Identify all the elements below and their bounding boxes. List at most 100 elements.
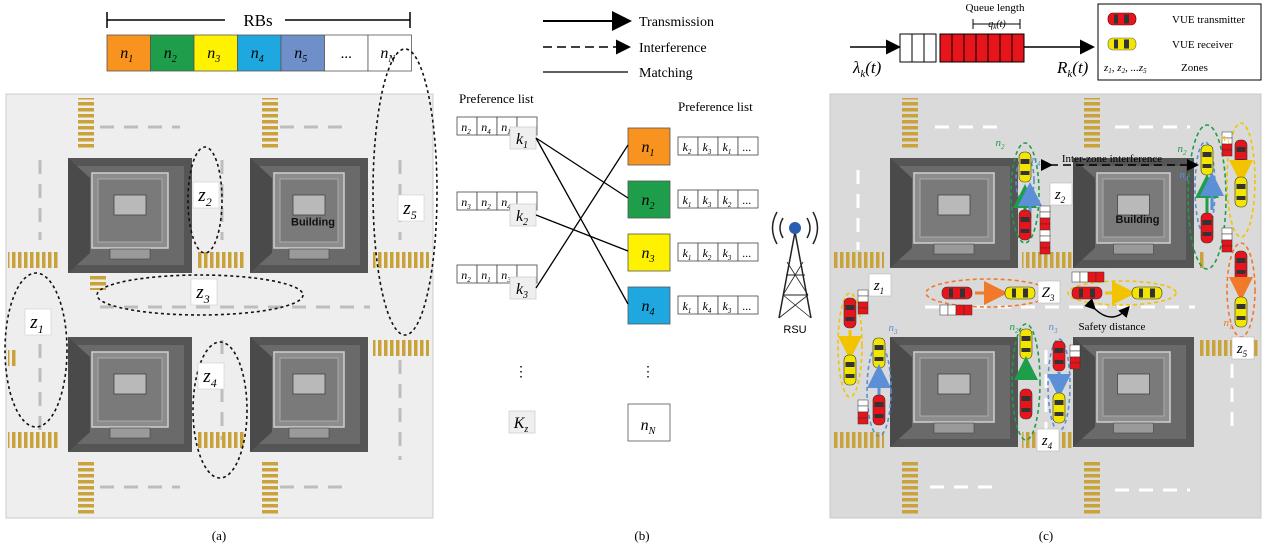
rb-hint-8: n3 [1049, 321, 1059, 335]
queue-var: qk(t) [988, 19, 1006, 31]
right-pref-list-1-item-1: k2 [683, 140, 692, 156]
rb-cell-7 [367, 34, 412, 72]
building-a-2: Building [250, 158, 368, 273]
n-node-label-2: n2 [642, 192, 655, 212]
matching-line-4 [535, 144, 629, 289]
crosswalk-c-6 [832, 432, 884, 448]
rb-hint-5: n3 [1221, 132, 1231, 146]
n-node-4 [627, 286, 671, 325]
n-node-2 [627, 180, 671, 219]
zone-a-label-1: z1 [29, 312, 43, 336]
building-c-1 [890, 158, 1018, 268]
crosswalk-a-6 [8, 432, 58, 448]
queue-c-3 [1221, 227, 1233, 253]
building-c-4 [1073, 337, 1194, 447]
car-c-17 [1019, 328, 1033, 360]
n-node-label-3: n3 [642, 245, 655, 265]
k-node-3: k3 [516, 281, 528, 301]
zone-c-label-1: z1 [873, 278, 884, 296]
car-c-20 [1052, 392, 1066, 424]
service-rate: Rk(t) [1056, 58, 1089, 80]
rb-hint-7: n2 [1010, 321, 1020, 335]
crosswalk-a-9 [373, 252, 429, 268]
car-c-16 [872, 394, 886, 426]
legend-transmitter-car [1107, 12, 1137, 26]
right-pref-list-1-item-4: ... [743, 140, 752, 154]
queue-c-1 [1039, 205, 1051, 231]
building-c-2-label: Building [1116, 214, 1160, 226]
left-pref-list-1-item-3: n1 [501, 120, 511, 136]
rb-header-text: RBs [243, 11, 272, 30]
rb-ellipsis: ... [341, 46, 352, 62]
legend-zones-symbol: z1, z2, ...z5 [1103, 62, 1147, 75]
matching-line-1 [535, 137, 629, 199]
crosswalk-a-10 [373, 340, 429, 356]
right-pref-list-1-item-2: k3 [703, 140, 712, 156]
right-pref-list-3-item-3: k3 [723, 246, 732, 262]
zone-c-label-3: Z3 [1042, 285, 1055, 303]
zone-a-ellipse-4 [192, 341, 248, 479]
car-c-1 [1018, 151, 1032, 183]
zone-a-label-5: z5 [402, 198, 416, 222]
car-c-4 [1200, 212, 1214, 244]
rb-label-3: n3 [207, 45, 220, 65]
zone-c-label-5: z5 [1236, 341, 1248, 359]
car-c-2 [1018, 209, 1032, 241]
right-pref-list-2-item-1: k1 [683, 193, 692, 209]
zone-a-ellipse-2 [187, 146, 223, 254]
queue-c-8 [1069, 344, 1081, 370]
left-pref-list-2-item-2: n2 [481, 195, 491, 211]
car-c-7 [1234, 250, 1248, 282]
car-c-19 [1052, 340, 1066, 372]
crosswalk-c-10 [1198, 252, 1206, 268]
caption-c: (c) [1039, 528, 1053, 543]
crosswalk-a-4 [262, 460, 278, 515]
legend-receiver-label: VUE receiver [1172, 39, 1233, 51]
car-c-6 [1234, 176, 1248, 208]
building-c-3 [890, 337, 1018, 447]
crosswalk-a-7 [196, 252, 246, 268]
crosswalk-c-4 [1084, 460, 1100, 515]
legend-transmission: Transmission [639, 15, 714, 30]
building-a-4 [250, 337, 368, 452]
right-pref-list-1-item-3: k1 [723, 140, 732, 156]
queue-diagram: Queue length qk(t) λk(t) Rk(t) [850, 2, 1095, 80]
right-pref-list-3-item-2: k2 [703, 246, 712, 262]
car-c-13 [843, 297, 857, 329]
inter-zone-label: Inter-zone interference [1062, 153, 1162, 165]
legend-transmitter-label: VUE transmitter [1172, 14, 1245, 26]
rb-cell-4 [237, 34, 282, 72]
car-c-3 [1200, 144, 1214, 176]
right-pref-list-2-item-4: ... [743, 193, 752, 207]
zone-c-z5-green [1187, 124, 1227, 270]
rsu-tower [771, 211, 819, 319]
car-c-15 [872, 337, 886, 369]
right-pref-list-4-item-1: k1 [683, 299, 692, 315]
k-node-1: k1 [516, 131, 528, 151]
building-a-1 [68, 158, 192, 273]
rb-cell-2 [150, 34, 195, 72]
rb-label-5: n5 [294, 45, 307, 65]
crosswalk-c-5 [832, 252, 884, 268]
n-node-last-label: nN [641, 417, 657, 437]
vdots-2: ⋮ [641, 365, 655, 380]
crosswalk-a-1 [78, 98, 94, 148]
zone-a-ellipse-3 [96, 274, 304, 316]
queue-c-5 [1071, 271, 1105, 283]
crosswalk-a-11 [8, 350, 16, 366]
crosswalk-c-2 [1084, 98, 1100, 148]
panel-c: Queue length qk(t) λk(t) Rk(t) [829, 2, 1262, 543]
rb-label-7: nN [380, 45, 396, 65]
n-node-label-4: n4 [642, 298, 655, 318]
legend-receiver-car [1107, 37, 1137, 51]
crosswalk-a-3 [78, 460, 94, 515]
k-node-last: Kz [513, 415, 529, 435]
legend-b: Transmission Interference Matching [543, 11, 714, 81]
